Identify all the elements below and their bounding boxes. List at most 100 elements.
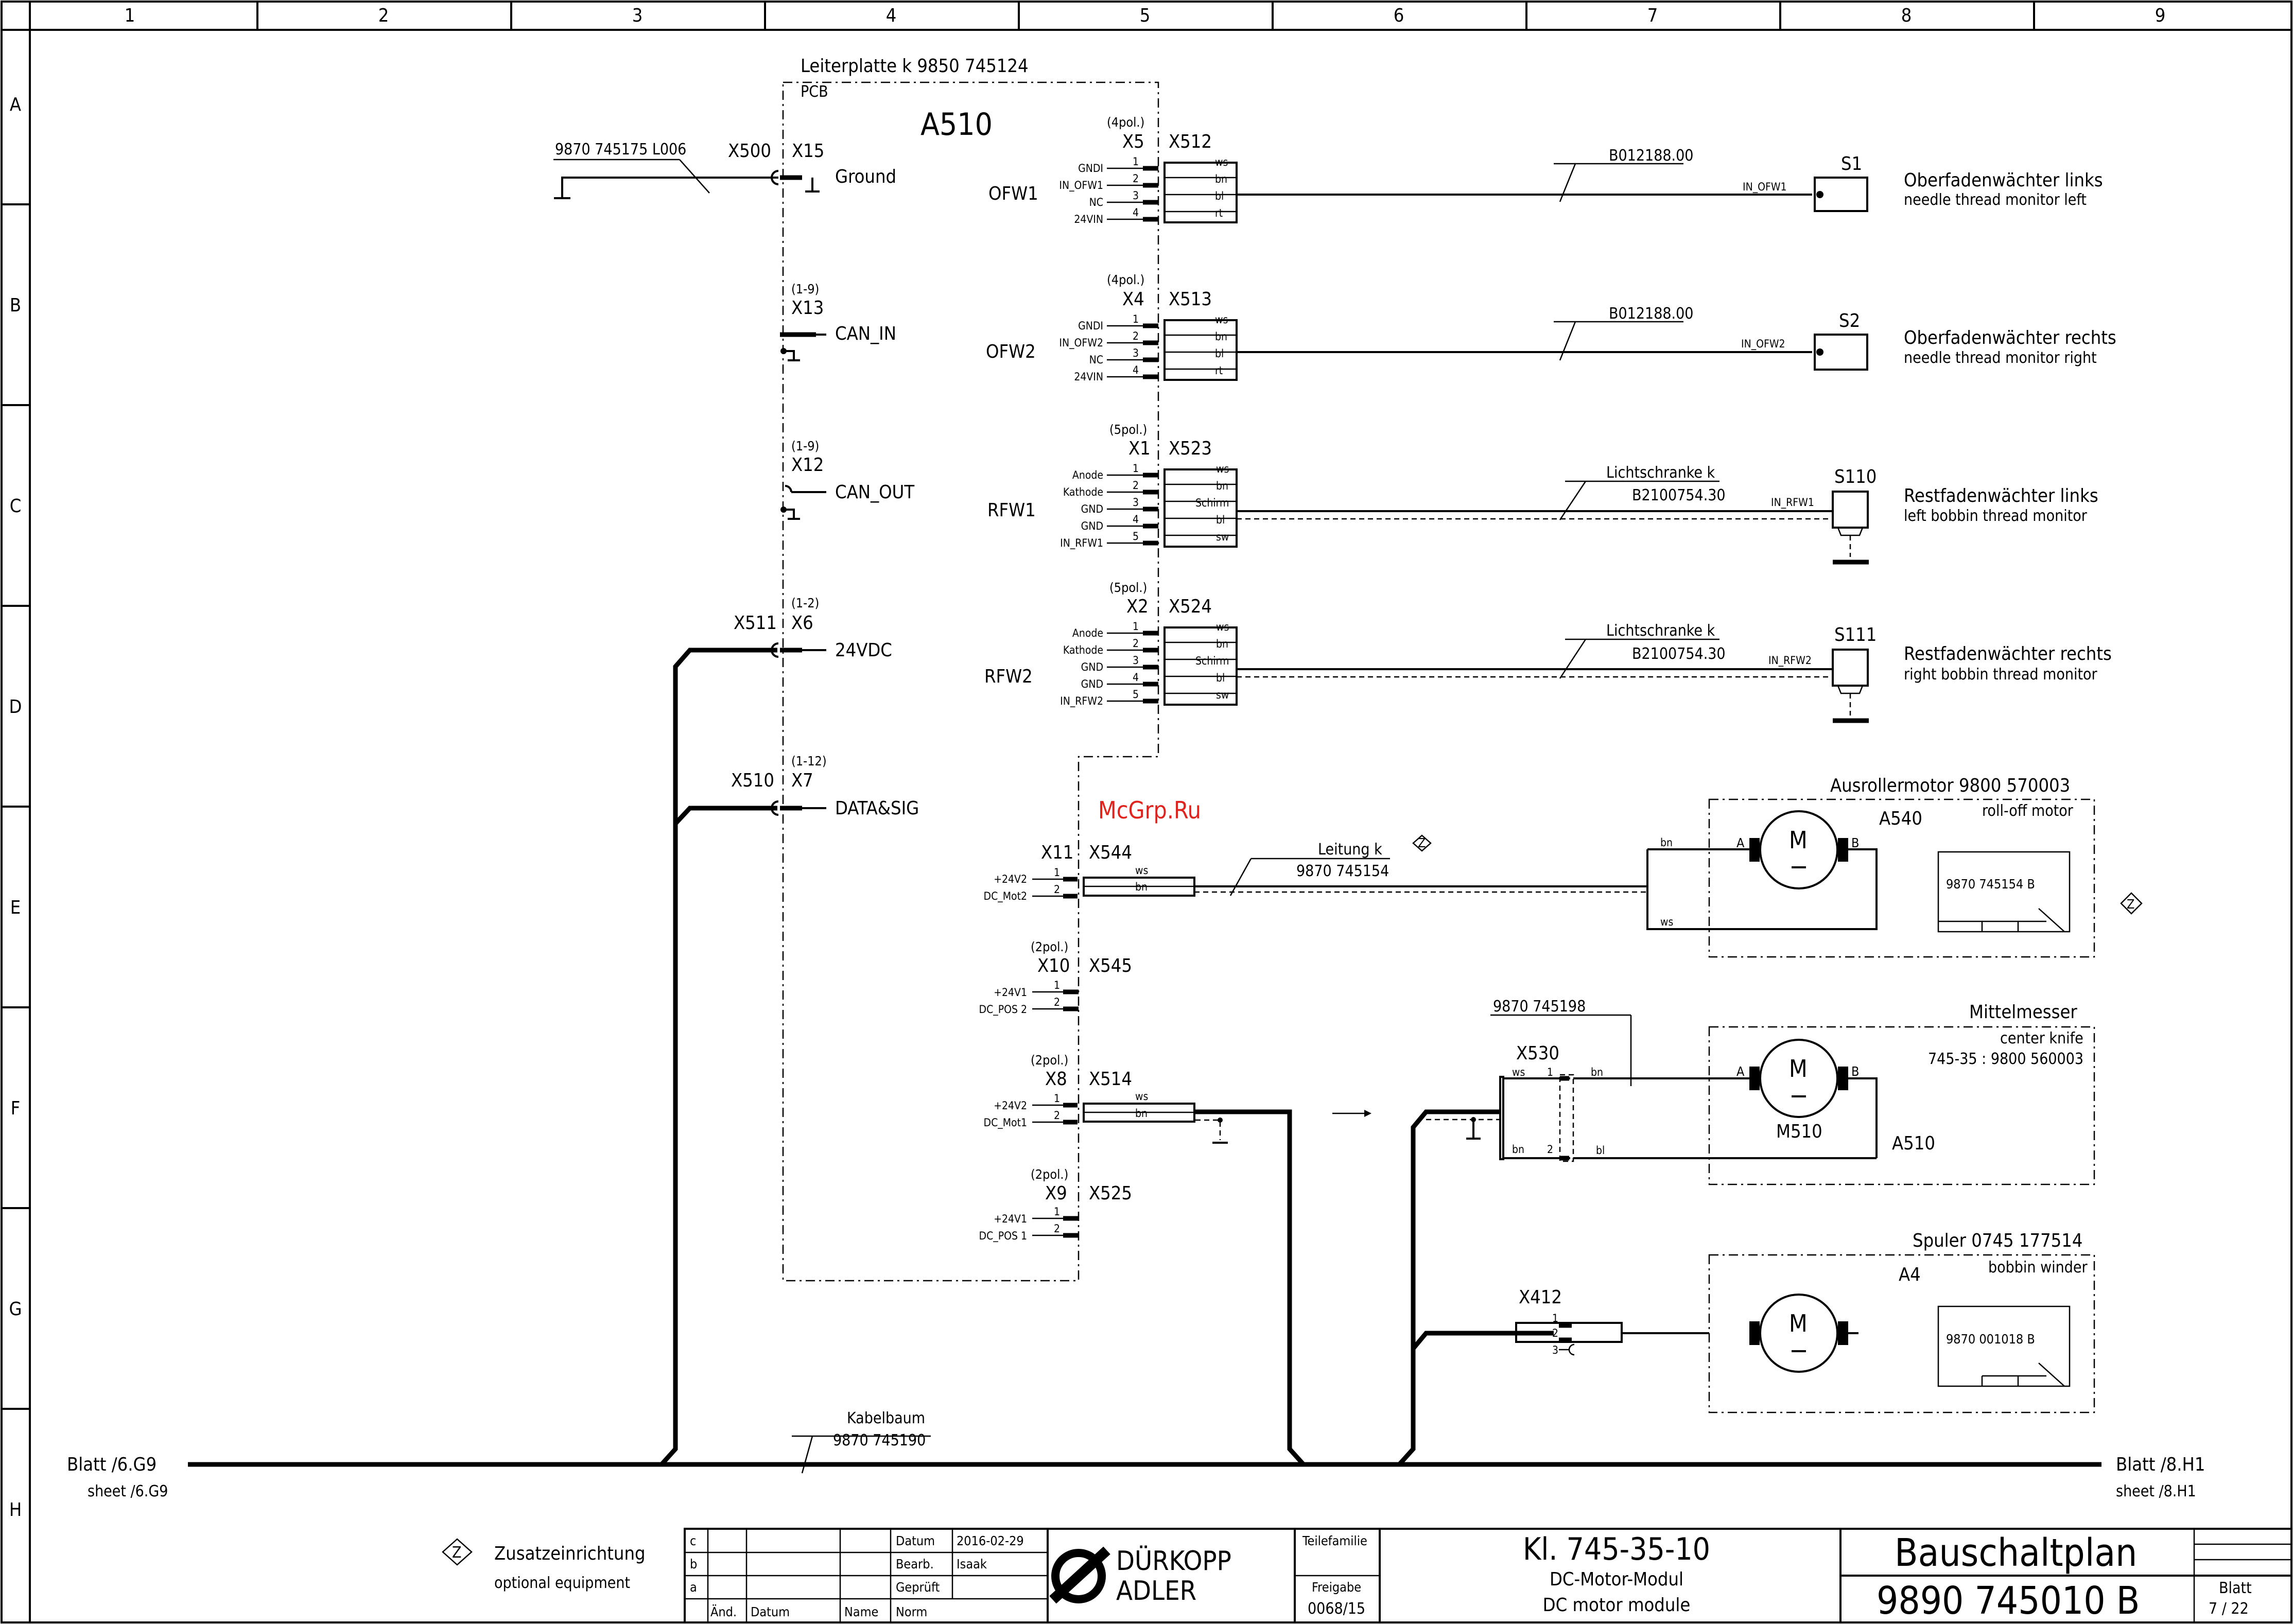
- wire-color: sw: [1216, 689, 1229, 701]
- pin-number: 2: [1552, 1327, 1558, 1339]
- grid-row-label: E: [10, 897, 21, 918]
- plug-x6: X6: [791, 613, 813, 634]
- pin-number: 4: [1133, 206, 1139, 219]
- company-line2: ADLER: [1116, 1576, 1196, 1606]
- pin-signal: GND: [1081, 503, 1103, 515]
- x11-cable: 9870 745154: [1296, 862, 1389, 880]
- a510-title: Mittelmesser: [1969, 1002, 2077, 1023]
- option-mark: Z: [1418, 835, 1426, 850]
- watermark: McGrp.Ru: [1098, 796, 1201, 824]
- pin-signal: DC_Mot2: [984, 890, 1027, 903]
- plug-x9: X9: [1045, 1183, 1067, 1204]
- wire-color: ws: [1216, 463, 1229, 475]
- rfw1-cable-name: Lichtschranke k: [1606, 464, 1715, 482]
- ground-cable-part: 9870 745175 L006: [555, 141, 686, 159]
- ground-label: Ground: [835, 166, 896, 187]
- pin-signal: GND: [1081, 678, 1103, 690]
- connector-x412: X412: [1519, 1287, 1562, 1308]
- pcb-designator: A510: [920, 107, 993, 143]
- pin-number: 2: [1133, 637, 1139, 650]
- pin-number: 4: [1133, 513, 1139, 526]
- col-header-name: Name: [844, 1604, 878, 1619]
- a540-motor-assembly: Ausrollermotor 9800 570003 roll-off moto…: [1646, 775, 2143, 958]
- datum-label: Datum: [896, 1533, 935, 1548]
- col-header-norm: Norm: [896, 1604, 927, 1619]
- can-out-label: CAN_OUT: [835, 482, 914, 503]
- grid-row-label: C: [10, 496, 22, 517]
- grid-row-label: H: [9, 1499, 22, 1521]
- pin-signal: 24VIN: [1074, 371, 1103, 383]
- connector-x524: X524: [1169, 596, 1212, 617]
- pin-signal: +24V1: [994, 986, 1027, 999]
- motor-terminal: B: [1851, 835, 1859, 850]
- pin-number: 3: [1552, 1344, 1558, 1356]
- ofw1-desc-de: Oberfadenwächter links: [1904, 170, 2103, 191]
- doc-type: Bauschaltplan: [1895, 1531, 2137, 1575]
- plug-x13: X13: [791, 298, 824, 319]
- x11-connection: X11 X544 +24V2 DC_Mot2 1 2 ws bn Leitung…: [984, 834, 1647, 903]
- wire-color: bl: [1216, 514, 1225, 526]
- ofw2-connection: (4pol.) X4 X513 OFW2 GNDI IN_OFW2 NC 24V…: [986, 272, 2116, 383]
- doc-number: 9890 745010 B: [1877, 1579, 2140, 1623]
- pin-signal: GND: [1081, 520, 1103, 532]
- a4-designator: A4: [1899, 1264, 1921, 1285]
- grid-col-label: 2: [378, 5, 389, 26]
- x10-connection: (2pol.) X10 X545 +24V1 DC_POS 2 1 2: [979, 939, 1132, 1016]
- datum-value: 2016-02-29: [957, 1533, 1024, 1548]
- col-header-aend: Änd.: [710, 1604, 737, 1619]
- legend-en: optional equipment: [494, 1574, 630, 1592]
- ofw2-signal: IN_OFW2: [1741, 338, 1785, 351]
- rev-row: b: [690, 1557, 697, 1571]
- ofw2-desc-de: Oberfadenwächter rechts: [1904, 327, 2116, 348]
- motor-symbol: M: [1789, 1055, 1808, 1082]
- plug-x2: X2: [1126, 596, 1149, 617]
- x10-pol: (2pol.): [1031, 939, 1068, 954]
- datasig-pins: (1-12): [791, 754, 827, 769]
- rfw2-connection: (5pol.) X2 X524 RFW2 Anode Kathode GND G…: [984, 580, 2112, 723]
- ground-connection: 9870 745175 L006 X500 X15 Ground: [553, 141, 896, 199]
- pin-number: 2: [1054, 883, 1060, 896]
- plug-x12: X12: [791, 455, 824, 476]
- connector-x500: X500: [728, 141, 771, 162]
- motor-label-m510: M510: [1776, 1121, 1822, 1142]
- legend-mark: Z: [452, 1544, 462, 1562]
- x8-pol: (2pol.): [1031, 1053, 1068, 1068]
- wire-color: bn: [1215, 330, 1227, 343]
- gepruft-label: Geprüft: [896, 1580, 940, 1595]
- pin-number: 5: [1133, 530, 1139, 543]
- module-en: DC motor module: [1543, 1595, 1691, 1616]
- rfw2-pol: (5pol.): [1109, 580, 1147, 595]
- v24dc-pins: (1-2): [791, 596, 819, 610]
- wire-color: sw: [1216, 531, 1229, 543]
- wire-color: ws: [1512, 1066, 1525, 1078]
- wire-color: rt: [1215, 207, 1223, 219]
- wire-color: Schirm: [1195, 497, 1229, 509]
- col-header-datum: Datum: [751, 1604, 790, 1619]
- ofw1-desc-en: needle thread monitor left: [1904, 191, 2087, 209]
- sensor-s110: S110: [1834, 466, 1877, 487]
- release-label: Freigabe: [1312, 1580, 1361, 1595]
- motor-terminal: B: [1851, 1064, 1859, 1079]
- can-in-pins: (1-9): [791, 282, 819, 296]
- pin-signal: +24V1: [994, 1213, 1027, 1225]
- wire-color: ws: [1215, 156, 1228, 168]
- pin-signal: Kathode: [1063, 644, 1103, 656]
- power-connection: (1-2) X6 X511 24VDC: [734, 596, 892, 661]
- ofw2-desc-en: needle thread monitor right: [1904, 349, 2097, 367]
- motor-symbol: M: [1789, 826, 1808, 854]
- plug-x7: X7: [791, 770, 813, 791]
- rfw2-cable: B2100754.30: [1632, 645, 1726, 663]
- wire-color: bn: [1135, 1107, 1148, 1120]
- pin-signal: NC: [1089, 354, 1103, 366]
- ofw2-group: OFW2: [986, 341, 1036, 362]
- pin-signal: GND: [1081, 661, 1103, 673]
- grid-row-label: F: [11, 1098, 21, 1119]
- connector-x523: X523: [1169, 438, 1212, 459]
- rfw2-cable-name: Lichtschranke k: [1606, 622, 1715, 640]
- sheet-ref-right: Blatt /8.H1: [2116, 1454, 2205, 1475]
- wire-color: Schirm: [1195, 655, 1229, 667]
- plug-x4: X4: [1122, 289, 1144, 310]
- a540-subtitle: roll-off motor: [1982, 802, 2074, 820]
- pin-number: 2: [1547, 1143, 1553, 1156]
- motor-symbol: M: [1789, 1309, 1808, 1337]
